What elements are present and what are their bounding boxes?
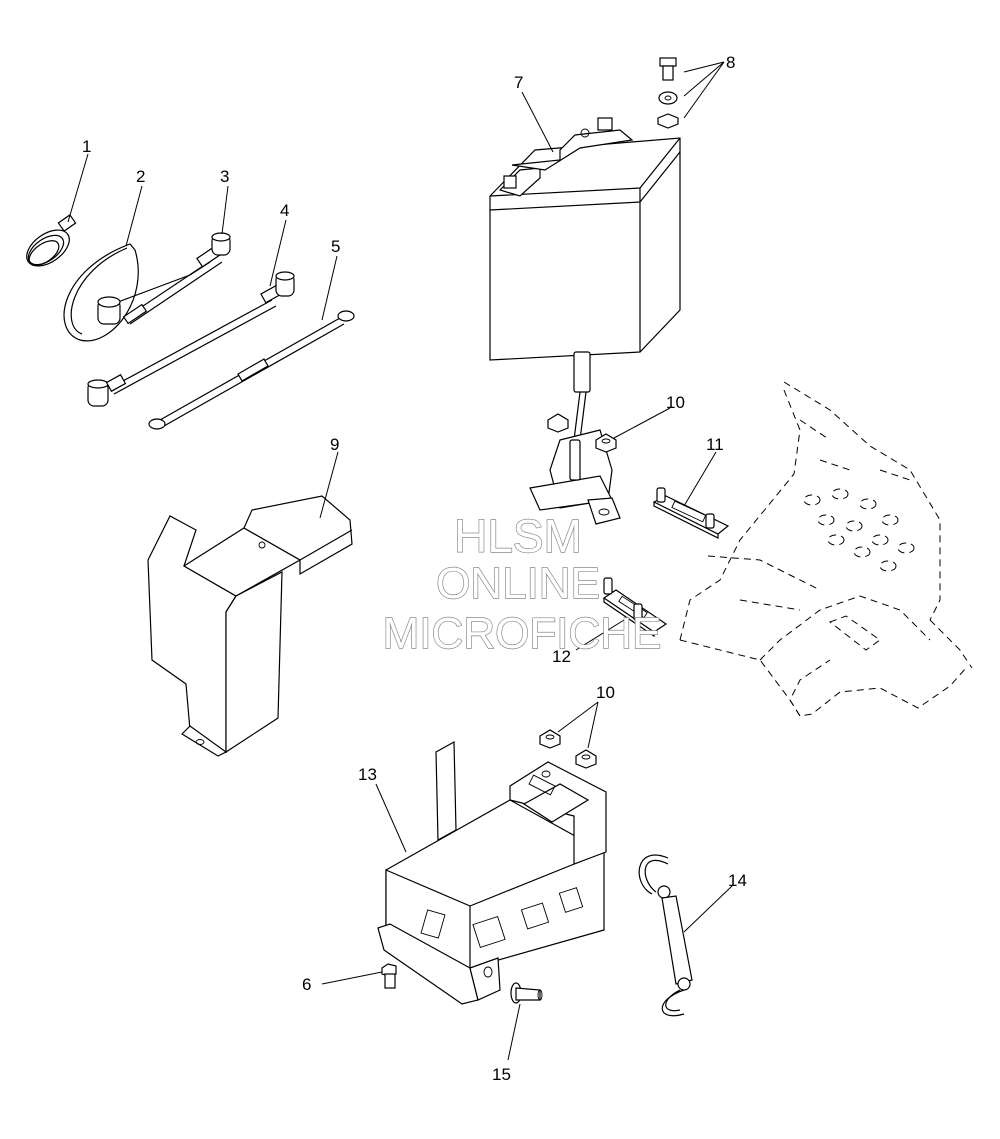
- solenoid-assembly: [529, 351, 621, 525]
- callout-15: 15: [492, 1065, 511, 1084]
- part-10-nut-upper: [595, 433, 617, 453]
- part-11-bracket: [652, 487, 730, 539]
- callout-5: 5: [331, 237, 340, 256]
- callout-12: 12: [552, 647, 571, 666]
- vehicle-frame-phantom: [679, 381, 973, 717]
- callout-1: 1: [82, 137, 91, 156]
- callout-13: 13: [358, 765, 377, 784]
- part-15-pin: [510, 982, 543, 1004]
- watermark-line-1: HLSM: [454, 510, 582, 562]
- part-10-nuts-lower: [539, 729, 597, 769]
- callout-3: 3: [220, 167, 229, 186]
- part-5-ground-strap: [148, 310, 355, 430]
- part-6-bolt: [381, 963, 397, 989]
- part-14-strap: [638, 854, 693, 1017]
- callout-10-upper: 10: [666, 393, 685, 412]
- part-3-cable: [122, 232, 231, 325]
- frame-holes: [803, 488, 915, 572]
- callout-14: 14: [728, 871, 747, 890]
- part-12-bracket: [602, 577, 668, 638]
- callout-2: 2: [136, 167, 145, 186]
- part-2-battery-cable: [63, 243, 211, 342]
- callout-6: 6: [302, 975, 311, 994]
- watermark-line-2: ONLINE: [436, 559, 600, 608]
- watermark-line-3: MICROFICHE: [383, 609, 662, 658]
- part-13-battery-tray: [377, 740, 607, 1005]
- callout-11: 11: [706, 435, 724, 454]
- part-8-hardware: [657, 57, 679, 129]
- part-9-cover: [147, 495, 353, 757]
- callout-10-lower: 10: [596, 683, 615, 702]
- watermark: HLSM ONLINE MICROFICHE: [382, 509, 662, 658]
- part-1-cable-tie: [26, 214, 77, 267]
- callout-4: 4: [280, 201, 289, 220]
- part-7-battery: [489, 117, 681, 361]
- callout-9: 9: [330, 435, 339, 454]
- callout-8: 8: [726, 53, 735, 72]
- part-4-cable: [87, 271, 295, 407]
- callout-7: 7: [514, 73, 523, 92]
